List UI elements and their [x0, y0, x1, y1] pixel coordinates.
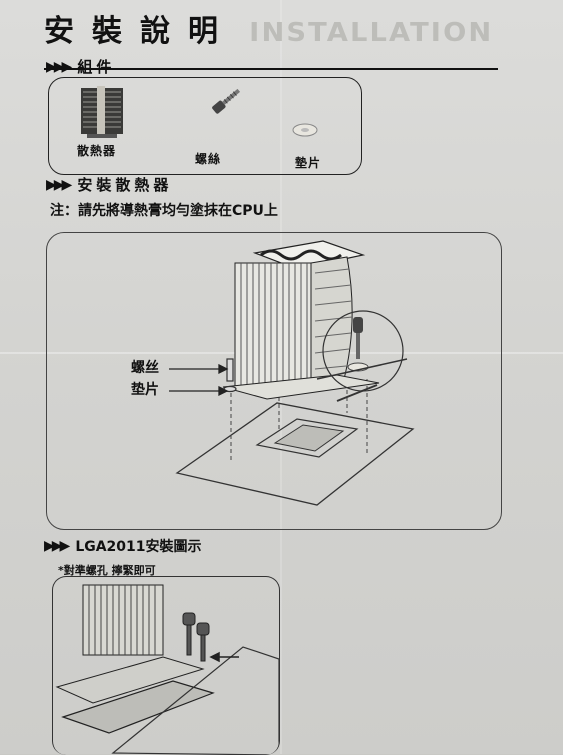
callout-washer: 垫片	[131, 382, 159, 398]
section-components-heading: ▶▶▶ 組件	[46, 56, 115, 77]
bleed-through-text: INSTALLATION	[249, 18, 494, 48]
components-box: 散熱器 螺絲 墊片	[48, 77, 362, 175]
left-screw	[223, 358, 237, 393]
magnifier-detail	[316, 310, 408, 392]
lga-diagram	[55, 584, 279, 755]
heatsink-closeup	[55, 584, 215, 734]
cpu-socket	[255, 418, 359, 458]
title-rule	[44, 68, 498, 70]
component-label-washer: 墊片	[295, 156, 322, 170]
callout-arrows	[169, 363, 229, 397]
arrows-icon: ▶▶▶	[44, 538, 70, 554]
component-label-screw: 螺絲	[195, 152, 222, 166]
section-lga-heading: ▶▶▶ LGA2011安裝圖示	[44, 536, 202, 556]
install-diagram	[169, 240, 415, 506]
thermal-paste-note: 注：請先將導熱膏均勻塗抹在CPU上	[50, 203, 278, 219]
heatsink-icon	[81, 86, 123, 138]
screw-icon	[212, 88, 241, 114]
arrows-icon: ▶▶▶	[46, 58, 72, 75]
cpu-chip	[273, 424, 345, 452]
motherboard-plate	[175, 402, 415, 506]
section-label: 安裝散熱器	[77, 176, 173, 194]
component-label-heatsink: 散熱器	[77, 144, 117, 158]
section-label: LGA2011安裝圖示	[75, 539, 202, 555]
lga-diagram-box	[52, 576, 280, 755]
mounting-screws	[182, 612, 210, 662]
heatsink-tower	[222, 240, 380, 402]
arrows-icon: ▶▶▶	[46, 176, 72, 193]
install-diagram-box: 螺丝 垫片	[46, 232, 502, 530]
callout-screw: 螺丝	[131, 360, 159, 376]
pointer-arrow	[209, 651, 239, 663]
section-label: 組件	[77, 58, 116, 76]
page-title: 安裝說明	[44, 14, 236, 49]
lga-note: *對準螺孔 擰緊即可	[58, 564, 156, 577]
washer-icon	[292, 123, 318, 137]
components-illustration	[81, 86, 318, 138]
section-install-heading: ▶▶▶ 安裝散熱器	[46, 174, 172, 195]
